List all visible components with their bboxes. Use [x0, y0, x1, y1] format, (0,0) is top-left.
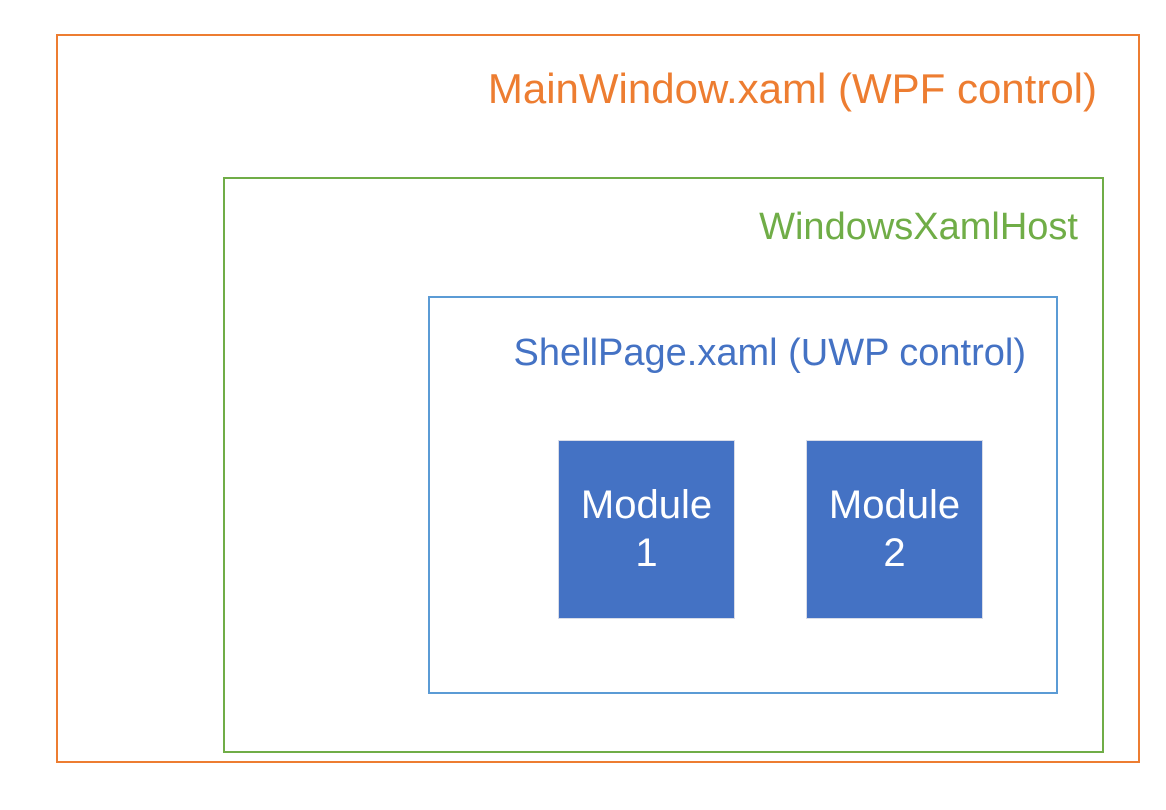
- layer-mainwindow-wpf: MainWindow.xaml (WPF control) WindowsXam…: [56, 34, 1140, 763]
- layer-windowsxamlhost: WindowsXamlHost: [223, 177, 1104, 753]
- module-box-1-label-line2: 1: [635, 530, 658, 575]
- layer-shellpage-uwp-label: ShellPage.xaml (UWP control): [513, 332, 1026, 374]
- module-box-2-label-line1: Module: [828, 483, 961, 528]
- module-box-1-label-line1: Module: [580, 483, 713, 528]
- layer-shellpage-uwp: ShellPage.xaml (UWP control): [428, 296, 1058, 694]
- module-box-2-label-line2: 2: [883, 530, 906, 575]
- layer-mainwindow-wpf-label: MainWindow.xaml (WPF control): [487, 65, 1097, 112]
- layer-windowsxamlhost-label: WindowsXamlHost: [759, 206, 1078, 248]
